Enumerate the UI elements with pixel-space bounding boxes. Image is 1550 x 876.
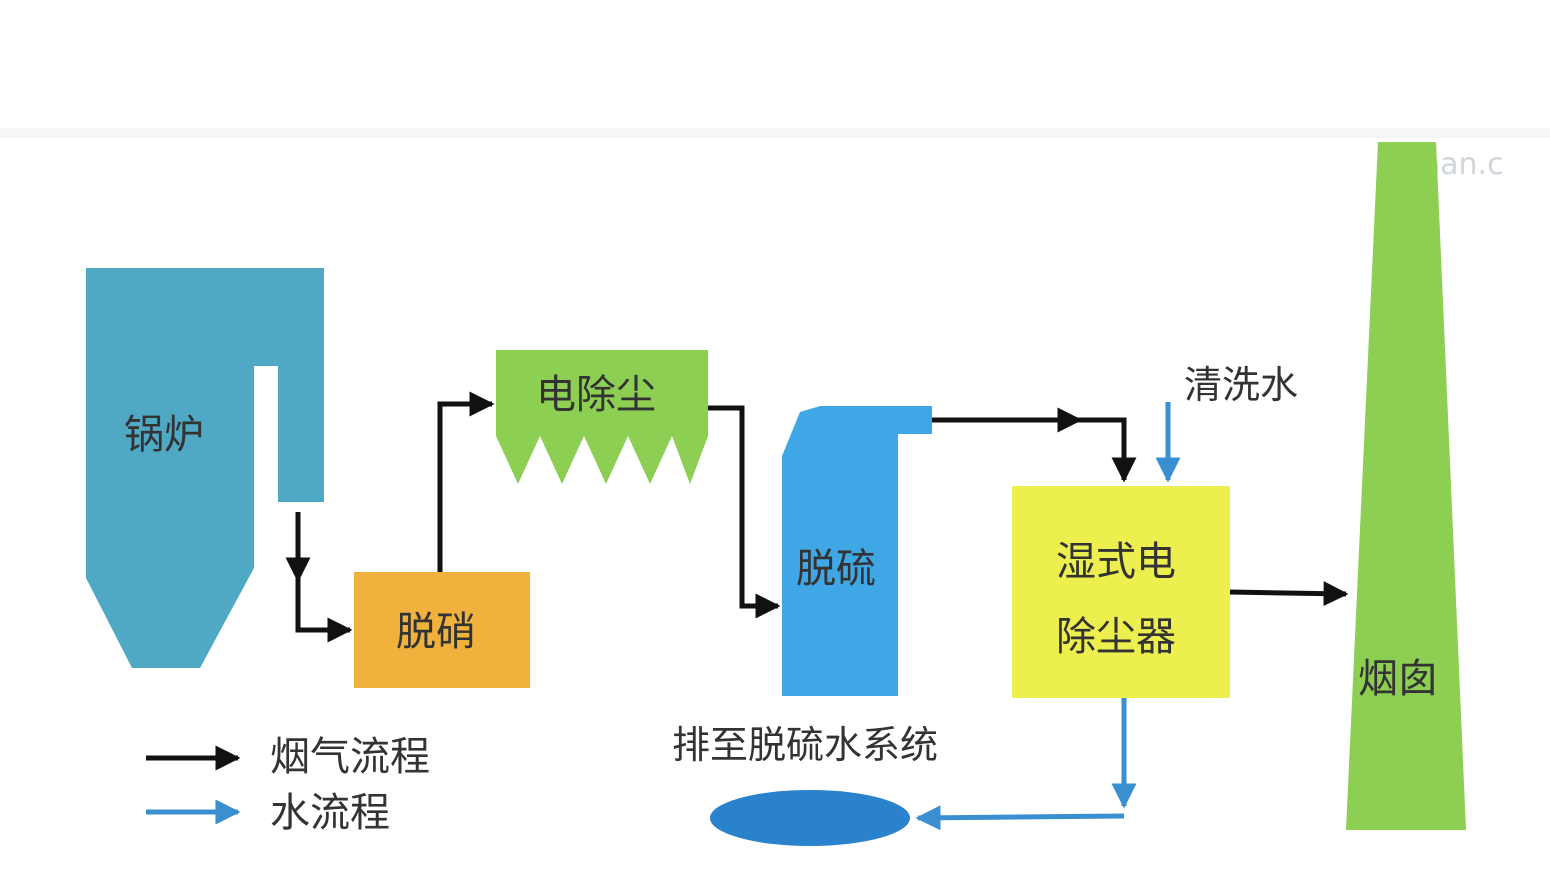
drain-tank xyxy=(710,790,910,846)
wesp-box xyxy=(1012,486,1230,698)
boiler-label: 锅炉 xyxy=(124,412,204,458)
flue-arrow-boiler-to-denox xyxy=(295,512,353,643)
esp-label: 电除尘 xyxy=(536,372,656,418)
flue-arrow-esp-to-fgd xyxy=(708,405,781,619)
cleaning-water-label: 清洗水 xyxy=(1184,363,1298,407)
denox-label: 脱硝 xyxy=(396,609,476,655)
boiler-shape xyxy=(86,268,324,668)
legend-water-label: 水流程 xyxy=(270,790,390,836)
drain-to-fgd-water-label: 排至脱硫水系统 xyxy=(672,723,938,767)
flue-arrow-wesp-to-chimney xyxy=(1229,581,1349,607)
fgd-shape xyxy=(782,406,932,696)
legend-flue-gas-label: 烟气流程 xyxy=(270,734,430,780)
chimney-label: 烟囱 xyxy=(1358,656,1438,702)
esp-shape xyxy=(496,350,708,484)
flue-arrow-denox-to-esp xyxy=(437,391,495,572)
wesp-label-line1: 湿式电 xyxy=(1056,539,1176,585)
chimney-shape xyxy=(1346,142,1466,830)
top-band xyxy=(0,128,1550,138)
flue-arrow-fgd-to-wesp xyxy=(1080,417,1137,483)
legend: 烟气流程 水流程 xyxy=(146,734,430,836)
wesp-label-line2: 除尘器 xyxy=(1056,614,1176,660)
water-arrow-to-drain-tank xyxy=(915,805,1125,831)
denox-box xyxy=(354,572,530,688)
fgd-label: 脱硫 xyxy=(796,546,876,592)
